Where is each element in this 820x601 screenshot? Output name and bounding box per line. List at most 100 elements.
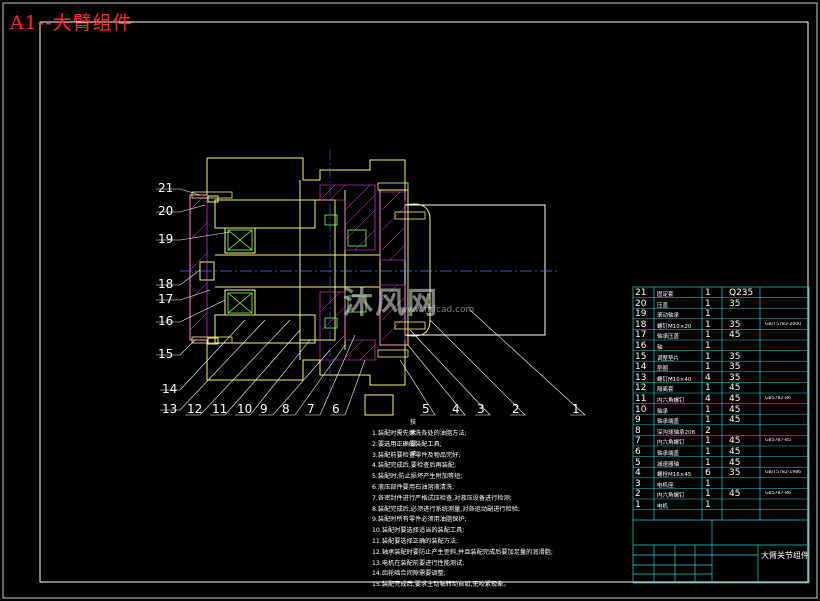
bom-qty: 6 [705, 468, 711, 479]
bom-material: 45 [729, 489, 741, 500]
bom-material: Q235 [729, 288, 754, 298]
note-item: 6.液压部件要用石油溶液清洗; [372, 483, 455, 491]
part-number-5: 5 [422, 402, 430, 416]
part-number-16: 16 [158, 314, 173, 328]
bom-material: 45 [729, 457, 741, 468]
part-number-9: 9 [260, 402, 268, 416]
bom-table [632, 286, 810, 584]
bom-qty: 1 [705, 330, 711, 341]
bom-qty: 1 [705, 404, 711, 415]
note-item: 11.装配要选择正确的装配方法; [372, 537, 459, 545]
part-number-17: 17 [158, 292, 173, 306]
note-item: 9.装配时所有零件必须用油脂保护; [372, 516, 467, 524]
bom-qty: 1 [705, 309, 711, 320]
note-item: 13.电机在装配前要进行性能测试; [372, 559, 465, 567]
watermark-url: www.mfcad.com [400, 305, 475, 315]
bom-no: 21 [635, 288, 647, 298]
bom-material: 45 [729, 415, 741, 426]
note-item: 2.要选用正确的装配工具; [372, 440, 442, 448]
bom-name: 调整垫片 [657, 355, 680, 362]
notes-list: 1.装配时需先擦洗各处的油脂方法; 2.要选用正确的装配工具; 3.装配前要检查零件… [372, 429, 632, 591]
part-number-20: 20 [158, 204, 173, 218]
bom-qty: 1 [705, 288, 711, 298]
bom-no: 8 [635, 425, 641, 436]
bom-qty: 1 [705, 341, 711, 351]
bom-no: 10 [635, 404, 647, 415]
bom-material: 35 [729, 351, 741, 362]
drawing-title: A1--大臂组件 [10, 12, 133, 34]
bom-no: 9 [635, 415, 641, 426]
bom-qty: 1 [705, 457, 711, 468]
note-item: 3.装配前要检查零件及物品完好; [372, 451, 461, 459]
bom-standard: GB/T5782-1986 [765, 470, 802, 476]
bom-name: 轴承压盖 [657, 334, 680, 341]
leader-lines [156, 188, 586, 416]
part-number-1: 1 [572, 402, 580, 416]
bom-qty: 1 [705, 500, 711, 510]
bom-no: 1 [635, 500, 641, 510]
bom-standard: GB5787-86 [765, 491, 791, 497]
part-number-2: 2 [512, 402, 520, 416]
part-number-18: 18 [158, 277, 173, 291]
bom-no: 14 [635, 362, 647, 373]
part-number-21: 21 [158, 181, 173, 195]
bom-no: 6 [635, 447, 641, 457]
bom-qty: 1 [705, 383, 711, 394]
bom-name: 隔离套 [657, 387, 674, 394]
bom-name: 内六角螺钉 [657, 440, 685, 447]
bom-standard: GB5787-85 [765, 438, 791, 444]
bom-name: 压盖 [657, 302, 669, 309]
note-item: 7.各密封件进行严格试压检查,对液压设备进行检测; [372, 494, 512, 502]
bom-no: 20 [635, 298, 647, 309]
bom-material: 35 [729, 298, 741, 309]
bom-name: 减速器轴 [657, 461, 680, 468]
part-number-3: 3 [477, 402, 485, 416]
bom-name: 轴承端盖 [657, 451, 680, 457]
bom-qty: 1 [705, 447, 711, 457]
note-item: 14.齿轮啮合间隙需要调整; [372, 570, 446, 578]
note-item: 4.装配完成后,要检查后再装配; [372, 462, 457, 470]
note-item: 8.装配完成后,必须进行系统测量,对各运动副进行检验; [372, 505, 521, 513]
bom-material: 35 [729, 319, 741, 330]
bom-name: 螺钉M10×20 [657, 323, 692, 330]
bom-qty: 1 [705, 415, 711, 426]
note-item: 10.装配时要选择适当的装配工具; [372, 527, 465, 535]
bom-standard: GB5782-86 [765, 396, 791, 401]
bom-material: 45 [729, 394, 741, 404]
bom-qty: 4 [705, 394, 711, 404]
notes-heading: 技术要求 [410, 419, 417, 459]
bom-qty: 1 [705, 478, 711, 489]
bom-no: 11 [635, 394, 647, 404]
bom-material: 45 [729, 383, 741, 394]
bom-no: 4 [635, 468, 641, 479]
bom-name: 深沟球轴承208 [657, 429, 695, 436]
bom-material: 35 [729, 372, 741, 383]
bom-name: 垫圈 [657, 366, 669, 373]
title-block-name: 大臂关节组件 [761, 551, 809, 560]
part-number-4: 4 [452, 402, 460, 416]
assembly-section-view [180, 150, 560, 416]
bom-no: 17 [635, 330, 647, 341]
note-item: 1.装配时需先擦洗各处的油脂方法; [372, 430, 467, 437]
part-number-8: 8 [282, 402, 290, 416]
bom-name: 螺钉M10×40 [657, 376, 692, 383]
bom-name: 电机座 [657, 482, 674, 489]
bom-name: 滚动轴承 [657, 313, 680, 320]
watermark-brand: 沐风网 [343, 286, 439, 321]
bom-qty: 1 [705, 362, 711, 373]
bom-no: 3 [635, 478, 641, 489]
